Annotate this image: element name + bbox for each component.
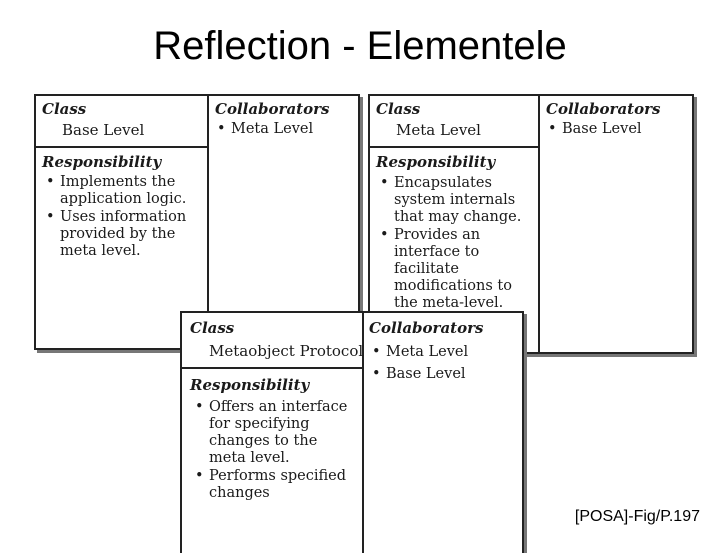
- responsibility-header: Responsibility: [190, 376, 310, 394]
- slide-title: Reflection - Elementele: [153, 24, 567, 68]
- collaborator-item: Meta Level: [214, 121, 354, 138]
- class-header: Class: [42, 100, 87, 118]
- row-divider: [370, 146, 538, 148]
- crc-card-meta-level: Class Meta Level Collaborators Base Leve…: [368, 94, 694, 354]
- class-header: Class: [190, 319, 235, 337]
- responsibility-header: Responsibility: [376, 153, 496, 171]
- collaborators-list: Base Level: [545, 121, 685, 139]
- responsibility-list: Implements the application logic. Uses i…: [43, 174, 203, 261]
- crc-card-metaobject-protocol: Class Metaobject Protocol Collaborators …: [180, 311, 524, 553]
- responsibility-list: Offers an interface for specifying chang…: [192, 399, 356, 503]
- row-divider: [182, 367, 362, 369]
- column-divider: [538, 96, 540, 352]
- collaborators-list: Meta Level: [214, 121, 354, 139]
- responsibility-item: Uses information provided by the meta le…: [43, 209, 203, 260]
- responsibility-item: Implements the application logic.: [43, 174, 203, 208]
- class-name: Metaobject Protocol: [209, 342, 364, 360]
- class-name: Meta Level: [396, 121, 481, 139]
- responsibility-list: Encapsulates system internals that may c…: [377, 175, 535, 313]
- collaborators-header: Collaborators: [546, 100, 661, 118]
- responsibility-item: Offers an interface for specifying chang…: [192, 399, 356, 467]
- collaborators-header: Collaborators: [369, 319, 484, 337]
- collaborator-item: Base Level: [369, 364, 519, 385]
- figure-citation: [POSA]-Fig/P.197: [574, 508, 700, 525]
- collaborators-list: Meta Level Base Level: [369, 342, 519, 386]
- collaborators-header: Collaborators: [215, 100, 330, 118]
- responsibility-item: Performs specified changes: [192, 468, 356, 502]
- column-divider: [362, 313, 364, 553]
- responsibility-item: Provides an interface to facilitate modi…: [377, 227, 535, 312]
- class-header: Class: [376, 100, 421, 118]
- crc-card-base-level: Class Base Level Collaborators Meta Leve…: [34, 94, 360, 350]
- row-divider: [36, 146, 207, 148]
- column-divider: [207, 96, 209, 348]
- collaborator-item: Meta Level: [369, 342, 519, 363]
- collaborator-item: Base Level: [545, 121, 685, 138]
- responsibility-header: Responsibility: [42, 153, 162, 171]
- class-name: Base Level: [62, 121, 145, 139]
- responsibility-item: Encapsulates system internals that may c…: [377, 175, 535, 226]
